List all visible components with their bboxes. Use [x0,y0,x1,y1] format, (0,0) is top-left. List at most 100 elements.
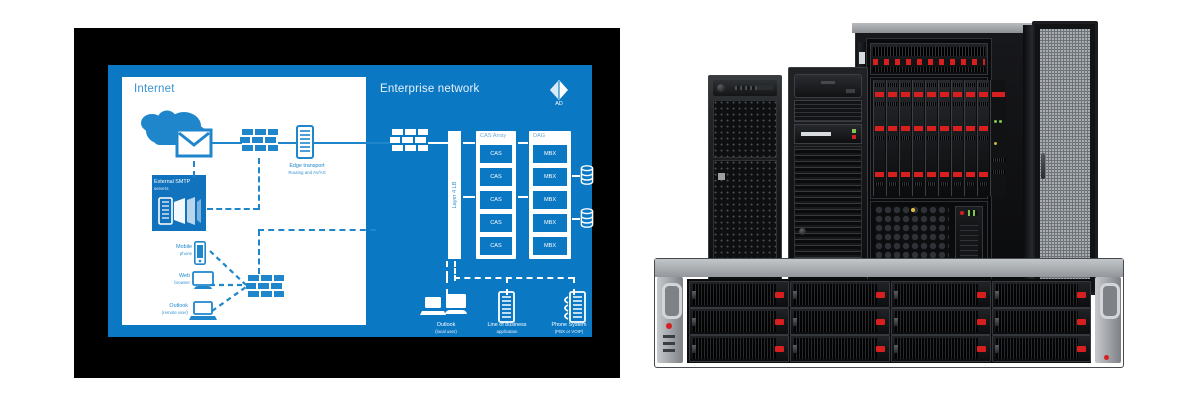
optical-drive-bay-2[interactable] [794,100,862,122]
web-browser-label-main: Web [179,273,190,279]
rack-server-led-row [968,210,978,216]
external-smtp-label: External SMTP servers [154,179,206,192]
blade-1[interactable] [873,80,885,196]
mbx-node-2: MBX [533,168,567,186]
drive-bay-r3c2[interactable] [790,335,890,362]
blade-6[interactable] [938,80,950,196]
outlook-local-sublabel: (local user) [435,328,457,334]
web-browser-sublabel: browser [174,279,190,285]
tower-server-mesh [708,75,782,282]
rackmount-btn-3[interactable] [663,349,675,352]
drive-bay-r2c2[interactable] [790,308,890,335]
led-status-amber [911,208,915,212]
phone-system-label: Phone System (PBX or VOIP) [538,322,600,335]
wire-firewall-edge [278,142,298,144]
dash-smtp-right [207,208,259,210]
floppy-bay[interactable] [794,124,862,144]
optical-eject-button[interactable] [846,89,855,93]
rackmount-btn-2[interactable] [663,342,675,345]
rack-door[interactable] [1032,21,1098,295]
ad-label: AD [555,101,563,107]
phone-system-label-main: Phone System [551,322,587,328]
tower2-led-green [852,129,856,133]
dash-bus-outlook [446,277,448,295]
drive-bay-r1c4[interactable] [992,281,1091,308]
firewall-brick-icon-enterprise [390,127,430,157]
blade-9[interactable] [977,80,989,196]
optical-drive-bay-1[interactable] [794,74,862,98]
blade-8[interactable] [964,80,976,196]
dash-cas-dag-mid [518,196,528,198]
dash-dag-db1 [572,175,580,177]
rack-door-mesh-panel [1040,29,1090,287]
led-power-red [960,211,964,215]
rack-shelf-top [870,43,988,75]
wire-mail-firewall [211,142,242,144]
dash-clients-to-lb [258,229,376,231]
mobile-phone-label: Mobile phone [156,244,192,257]
rack-handle-left[interactable] [662,283,682,319]
drive-bay-r2c1[interactable] [689,308,789,335]
drive-bay-r2c3[interactable] [891,308,991,335]
tower2-led-red [852,135,856,139]
drive-bay-r3c3[interactable] [891,335,991,362]
tower1-mesh-upper [713,100,777,158]
mbx-node-3: MBX [533,191,567,209]
wire-fw-lb [428,142,448,144]
blade-10-io-module[interactable] [990,80,1006,196]
blade-5[interactable] [925,80,937,196]
rack-door-handle[interactable] [1041,152,1045,179]
cas-node-4: CAS [480,214,512,232]
rack-handle-right[interactable] [1100,283,1120,319]
rack-ear-right[interactable] [1095,277,1121,363]
zone-label-enterprise: Enterprise network [380,83,480,95]
blade-7[interactable] [951,80,963,196]
drive-bay-r3c4[interactable] [992,335,1091,362]
database-cylinder-icon-2 [580,208,594,228]
rack-shelf-top-grille [873,47,985,56]
mbx-node-5: MBX [533,237,567,255]
exchange-architecture-diagram: Internet Enterprise network AD [108,65,594,337]
tower2-vent-slats [794,146,862,275]
dash-clients-up [258,230,260,274]
rackmount-btn-1[interactable] [663,335,675,338]
mobile-phone-sublabel: phone [179,250,192,256]
blade-3[interactable] [899,80,911,196]
outlook-remote-label: Outlook (remote user) [148,303,188,316]
blade-4[interactable] [912,80,924,196]
firewall-brick-icon-top [240,127,280,157]
rack-rail-clip-1 [859,52,865,64]
outlook-local-label: Outlook (local user) [418,322,474,335]
led-green-1 [994,120,997,123]
rack-shelf-top-vent [873,67,985,72]
rack-ear-left[interactable] [657,277,683,363]
ad-icon [548,79,570,101]
outlook-local-label-main: Outlook [436,322,456,328]
rackmount-storage-server [654,258,1124,368]
server-tower-icon-lob [498,291,515,323]
tower2-case-lock[interactable] [799,228,806,235]
load-balancer-label: Layer 4 LB [451,181,458,209]
outlook-remote-label-main: Outlook [169,303,188,309]
web-browser-label: Web browser [154,273,190,286]
drive-bay-r1c1[interactable] [689,281,789,308]
cas-array-header: CAS Array [480,133,507,139]
external-smtp-label-main: External SMTP [154,179,191,185]
client-firewall-connectors [209,250,247,312]
power-button[interactable] [717,84,725,92]
rack-shelf-top-handles [873,59,985,65]
line-of-business-label-main: Line of business [487,322,527,328]
drive-bay-r1c3[interactable] [891,281,991,308]
drive-bay-r1c2[interactable] [790,281,890,308]
mobile-phone-icon [194,241,206,265]
rack-blade-bank [870,77,1006,199]
laptop-icon [189,301,217,321]
blade-2[interactable] [886,80,898,196]
server-hardware-photo [650,15,1190,385]
database-cylinder-icon-1 [580,165,594,185]
dash-bus-v1 [446,261,448,277]
drive-bay-r2c4[interactable] [992,308,1091,335]
led-green-2 [999,120,1002,123]
drive-bay-r3c1[interactable] [689,335,789,362]
